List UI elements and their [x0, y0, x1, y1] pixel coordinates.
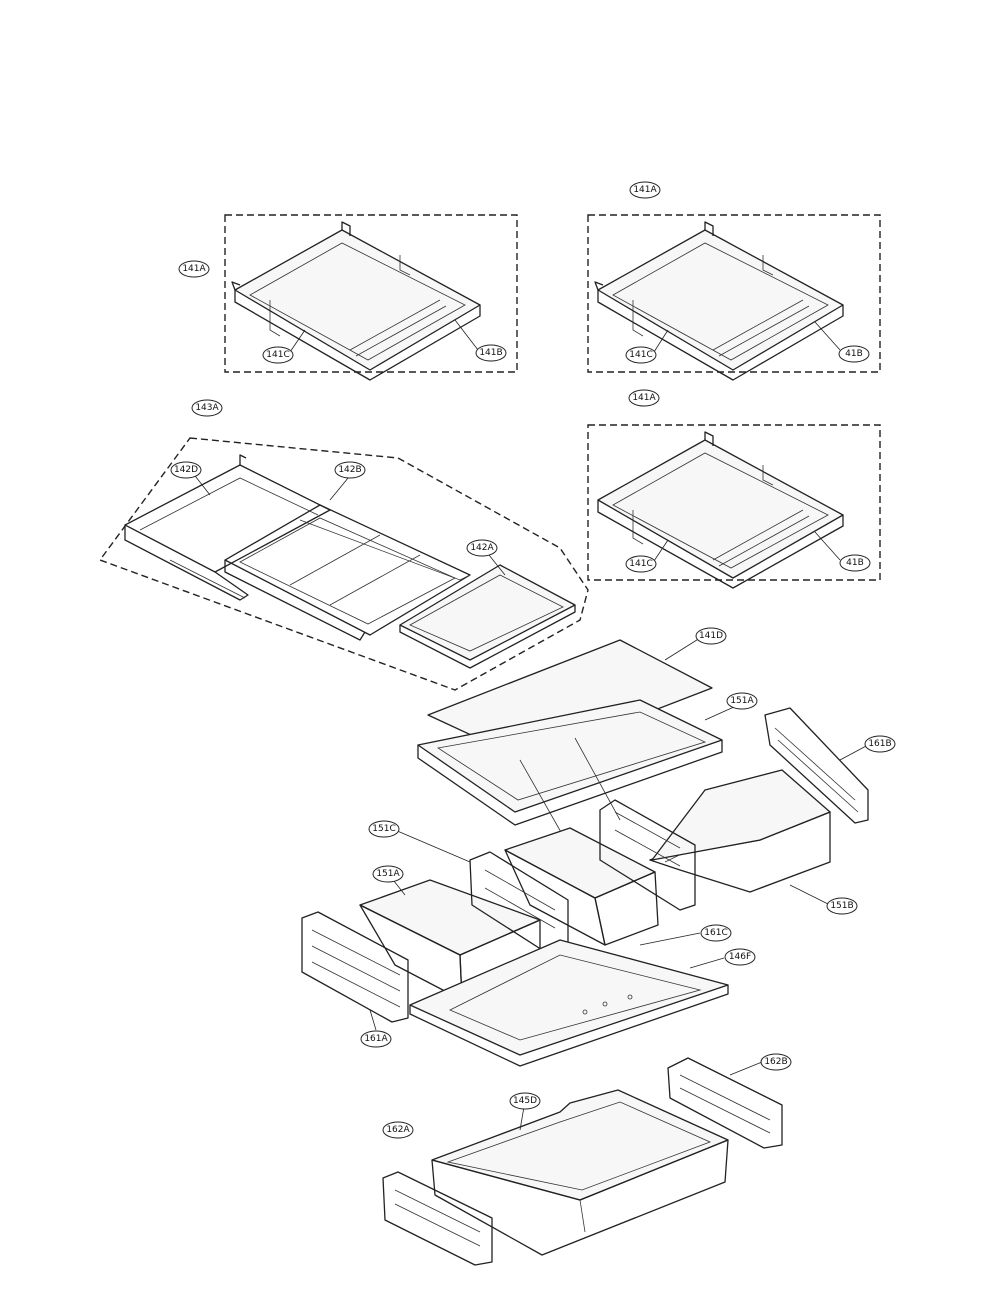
callout-161C: 161C [700, 924, 732, 942]
dashed-group-box [587, 424, 881, 581]
shelf-assembly-top-right [587, 214, 881, 381]
shelf-assembly-mid-right [587, 424, 881, 589]
callout-161B: 161B [864, 735, 896, 753]
drawer-divider-161B [764, 707, 869, 824]
label-text: 41B [846, 558, 864, 568]
label-text: 145D [513, 1096, 537, 1106]
label-text: 161B [868, 739, 891, 749]
callout-151B: 151B [826, 897, 858, 915]
callout-141A-mid: 141A [628, 389, 660, 407]
shelf-frame-142B [224, 504, 471, 641]
label-text: 141A [182, 264, 206, 274]
callout-141C-mid: 141C [625, 555, 657, 573]
shelf-frame-141B-left [231, 221, 481, 381]
callout-141A-left: 141A [178, 260, 210, 278]
shelf-assembly-top-left [224, 214, 518, 381]
callout-162A: 162A [382, 1121, 414, 1139]
callout-142B: 142B [334, 461, 366, 479]
dashed-group-box [224, 214, 518, 373]
label-text: 162B [764, 1057, 787, 1067]
label-text: 143A [195, 403, 219, 413]
label-text: 161A [364, 1034, 388, 1044]
label-text: 141D [699, 631, 723, 641]
label-text: 141B [479, 348, 502, 358]
callout-146F: 146F [724, 948, 756, 966]
label-text: 141C [629, 559, 652, 569]
side-panel-161A [301, 911, 409, 1023]
label-text: 151A [376, 869, 400, 879]
crisper-drawer-151B [649, 769, 831, 893]
callout-161A: 161A [360, 1030, 392, 1048]
end-bracket-162A [382, 1171, 493, 1266]
label-text: 162A [386, 1125, 410, 1135]
label-text: 141C [266, 350, 289, 360]
label-text: 141C [629, 350, 652, 360]
crisper-cover-frame [417, 699, 723, 849]
crisper-drawer-151C [504, 827, 659, 946]
label-text: 142A [470, 543, 494, 553]
shelf-rail-142D [124, 454, 331, 601]
callout-141C-left: 141C [262, 346, 294, 364]
pantry-drawer-145D [431, 1089, 729, 1256]
folding-shelf-assembly-143A [98, 437, 589, 691]
callout-162B: 162B [760, 1053, 792, 1071]
glass-shelf-142A [399, 564, 576, 669]
label-text: 141A [632, 393, 656, 403]
callout-141D: 141D [695, 627, 727, 645]
callout-145D: 145D [509, 1092, 541, 1110]
crisper-tray-146F [409, 939, 729, 1067]
label-text: 151A [730, 696, 754, 706]
callout-151A-shelf: 151A [726, 692, 758, 710]
drawer-divider-center [599, 799, 696, 911]
callout-142D: 142D [170, 461, 202, 479]
label-text: 141A [633, 185, 657, 195]
label-text: 142D [174, 465, 198, 475]
callout-143A: 143A [191, 399, 223, 417]
callout-151C: 151C [368, 820, 400, 838]
callout-141B-left: 141B [475, 344, 507, 362]
label-text: 161C [704, 928, 727, 938]
dashed-group-box [587, 214, 881, 373]
shelf-frame-141B-mid [597, 431, 844, 589]
label-text: 146F [729, 952, 751, 962]
callout-142A: 142A [466, 539, 498, 557]
label-text: 151C [372, 824, 395, 834]
callout-141A-top: 141A [629, 181, 661, 199]
callout-141C-right: 141C [625, 346, 657, 364]
shelf-frame-141B-right [594, 221, 844, 381]
callout-41B-mid: 41B [839, 554, 871, 572]
label-text: 41B [845, 349, 863, 359]
callout-151A: 151A [372, 865, 404, 883]
label-text: 142B [338, 465, 361, 475]
callout-41B-right: 41B [838, 345, 870, 363]
label-text: 151B [830, 901, 853, 911]
end-bracket-162B [667, 1057, 783, 1149]
